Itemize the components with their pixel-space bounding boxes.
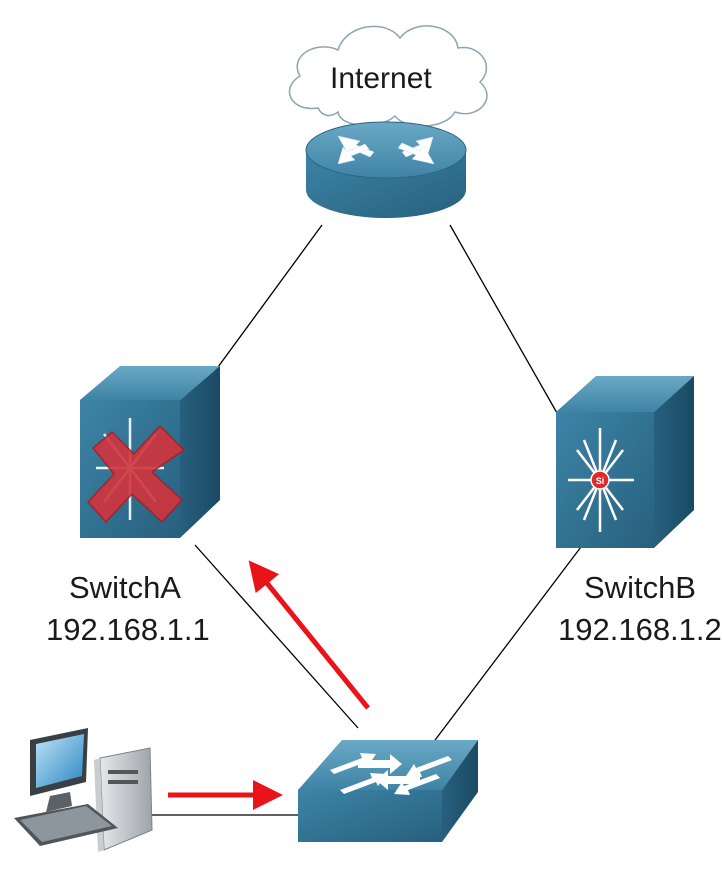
- switcha-name: SwitchA: [69, 570, 181, 605]
- switchb-multilayer-switch-icon: Si: [556, 376, 694, 548]
- router-icon: [305, 121, 467, 218]
- arrow-icon: [248, 560, 370, 710]
- traffic-arrows: [168, 560, 370, 810]
- workstation-icon: [14, 728, 153, 852]
- switchb-name: SwitchB: [584, 570, 696, 605]
- link-switcha-access: [194, 544, 359, 729]
- switcha-multilayer-switch-icon: [80, 366, 220, 538]
- links: [150, 224, 591, 816]
- link-router-switchb: [449, 224, 558, 414]
- svg-text:Si: Si: [596, 476, 605, 486]
- cloud-label: Internet: [330, 62, 432, 95]
- link-switchb-access: [419, 534, 591, 761]
- switcha-ip: 192.168.1.1: [46, 612, 210, 647]
- failure-x-icon: [86, 424, 186, 524]
- switchb-ip: 192.168.1.2: [558, 612, 722, 647]
- workgroup-switch-icon: [298, 740, 478, 842]
